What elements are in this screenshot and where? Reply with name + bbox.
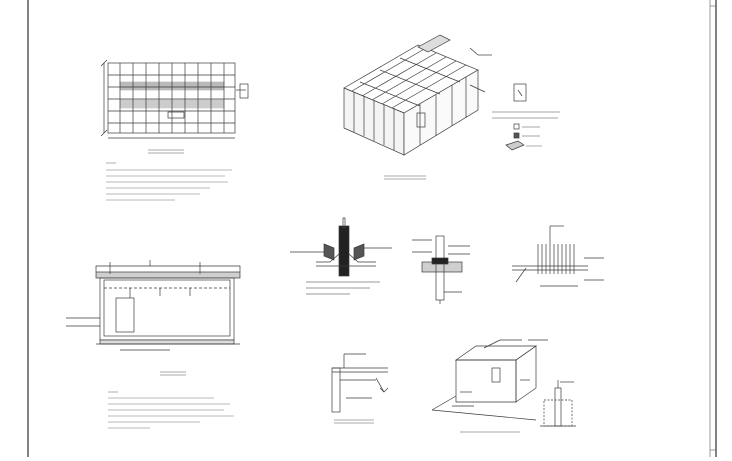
section-view [66,260,241,351]
detail-floor-penetration [412,235,470,304]
detail-junction [331,353,389,413]
detail-wall-penetration [290,217,392,295]
detail-box-unit [431,339,548,421]
notes-block-2 [108,391,234,429]
detail-fins [512,225,604,287]
plan-caption-lines [148,149,184,154]
detail-footing [540,380,576,427]
plan-view [100,59,249,139]
axon-caption-lines [384,175,426,180]
legend [492,83,560,151]
axonometric-view [343,34,492,156]
notes-block-1 [106,162,232,201]
section-caption-lines [160,371,186,376]
junction-caption-lines [334,419,374,424]
frame [27,0,717,457]
